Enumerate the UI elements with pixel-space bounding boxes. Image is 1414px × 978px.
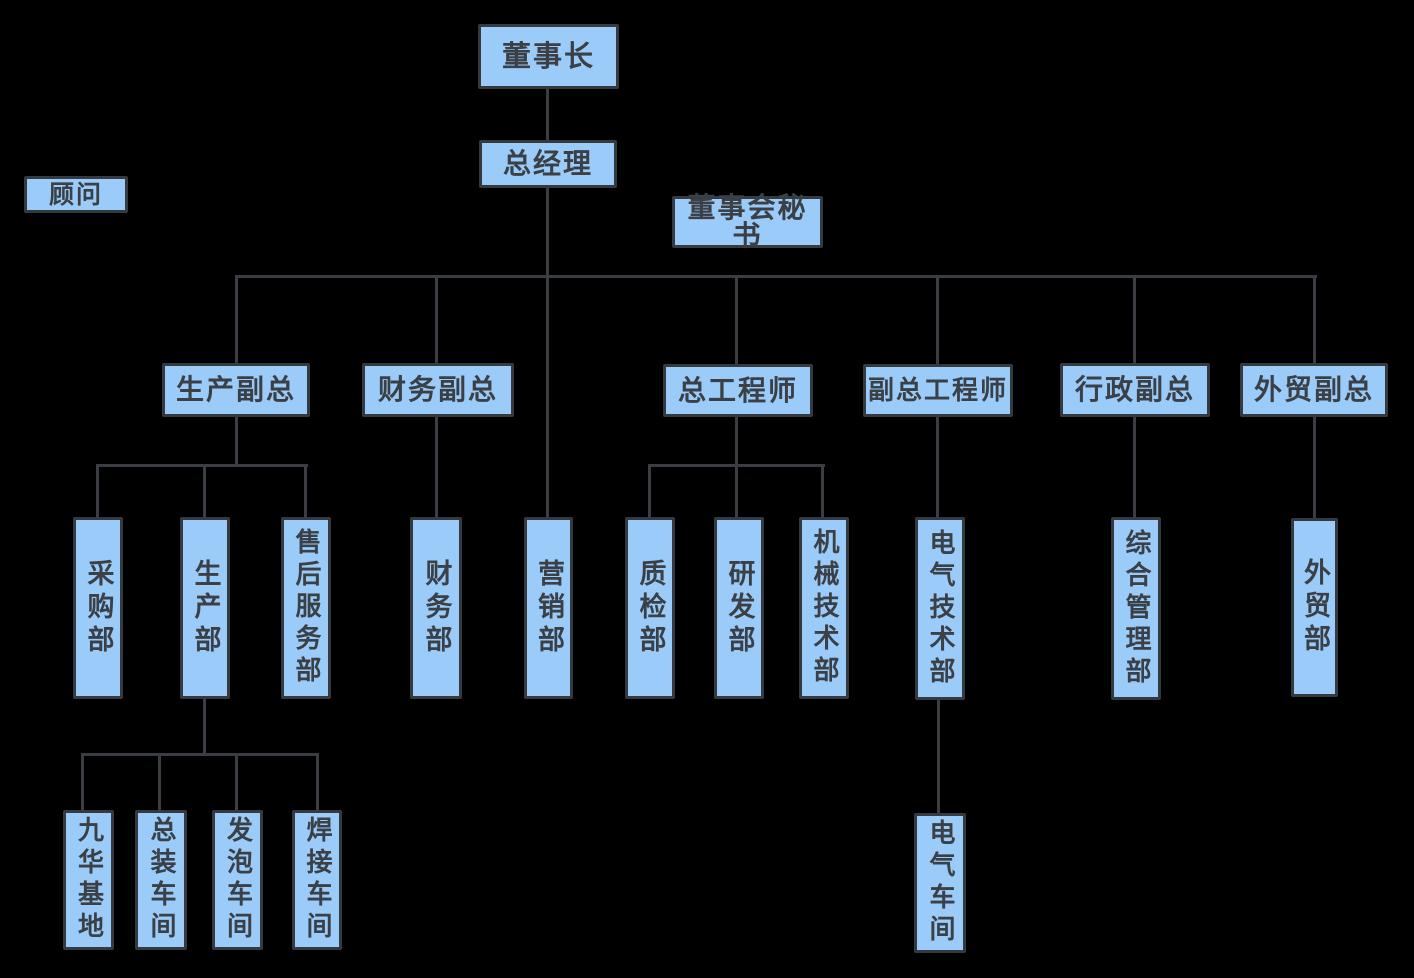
connector-drop-quality-dept: [648, 464, 651, 518]
connector-drop-production-dept: [203, 464, 206, 518]
org-node-finance-dept-label: 财务部: [420, 558, 452, 658]
org-node-chairman-label: 董事长: [501, 39, 595, 73]
org-node-electrical-workshop[interactable]: 电气车间: [914, 813, 966, 953]
org-node-welding-workshop[interactable]: 焊接车间: [292, 810, 342, 950]
org-node-admin-vp-label: 行政副总: [1074, 373, 1195, 406]
connector-drop-production-vp: [235, 275, 238, 364]
org-node-mech-tech-dept[interactable]: 机械技术部: [799, 517, 849, 699]
connector-drop-mech-tech-dept: [821, 464, 824, 518]
org-node-deputy-chief-engineer-label: 副总工程师: [867, 375, 1008, 406]
org-node-foreign-trade-dept[interactable]: 外贸部: [1291, 518, 1338, 697]
connector-elec-tech-elec-workshop: [937, 699, 940, 813]
connector-drop-after-sales-dept: [304, 464, 307, 518]
org-node-production-vp[interactable]: 生产副总: [162, 363, 310, 417]
connector-drop-foaming-workshop: [235, 753, 238, 810]
org-node-chief-engineer-label: 总工程师: [677, 373, 798, 407]
org-node-after-sales-dept-label: 售后服务部: [291, 528, 321, 688]
org-node-production-dept-label: 生产部: [189, 558, 221, 658]
org-node-foaming-workshop[interactable]: 发泡车间: [212, 810, 263, 950]
org-node-board-secretary-label: 董事会秘书: [687, 191, 808, 252]
org-node-jiuhua-base-label: 九华基地: [73, 816, 104, 944]
connector-drop-finance-vp: [435, 275, 438, 364]
org-node-foaming-workshop-label: 发泡车间: [222, 816, 253, 944]
org-node-after-sales-dept[interactable]: 售后服务部: [281, 517, 331, 699]
org-node-foreign-trade-dept-label: 外贸部: [1299, 558, 1330, 657]
org-node-quality-dept-label: 质检部: [634, 558, 666, 658]
connector-workshops-horizontal: [81, 753, 319, 756]
org-node-chairman[interactable]: 董事长: [478, 24, 619, 89]
org-node-advisor-label: 顾问: [48, 180, 103, 209]
org-node-electrical-workshop-label: 电气车间: [925, 819, 955, 947]
connector-drop-deputy-chief-engineer: [936, 275, 939, 365]
org-node-quality-dept[interactable]: 质检部: [625, 517, 675, 699]
connector-foreign-trade-vp-dept: [1313, 417, 1316, 519]
org-node-welding-workshop-label: 焊接车间: [302, 816, 332, 944]
org-node-purchasing-dept-label: 采购部: [82, 558, 114, 658]
org-node-marketing-dept[interactable]: 营销部: [524, 517, 573, 699]
org-node-rd-dept-label: 研发部: [723, 558, 755, 658]
connector-drop-assembly-workshop: [158, 753, 161, 810]
connector-deputy-chief-elec-tech: [936, 417, 939, 518]
connector-drop-admin-vp: [1133, 275, 1136, 364]
org-node-assembly-workshop-label: 总装车间: [146, 816, 176, 944]
connector-chief-engineer-stub: [735, 417, 738, 467]
connector-production-dept-stub: [203, 699, 206, 756]
connector-main-horizontal: [235, 275, 1317, 278]
org-node-elec-tech-dept[interactable]: 电气技术部: [915, 517, 965, 700]
org-node-chief-engineer[interactable]: 总工程师: [663, 364, 813, 417]
org-node-general-mgmt-dept[interactable]: 综合管理部: [1111, 517, 1161, 700]
org-node-general-manager[interactable]: 总经理: [479, 140, 617, 188]
org-node-foreign-trade-vp-label: 外贸副总: [1253, 373, 1374, 406]
org-node-general-manager-label: 总经理: [502, 147, 593, 180]
org-node-marketing-dept-label: 营销部: [533, 558, 564, 658]
org-node-board-secretary[interactable]: 董事会秘书: [672, 191, 823, 252]
connector-production-children-horizontal: [96, 464, 308, 467]
connector-admin-vp-general-mgmt: [1133, 417, 1136, 518]
org-node-production-dept[interactable]: 生产部: [180, 517, 230, 699]
org-node-finance-vp[interactable]: 财务副总: [362, 363, 514, 417]
org-node-admin-vp[interactable]: 行政副总: [1060, 363, 1210, 417]
org-node-advisor[interactable]: 顾问: [24, 176, 128, 213]
connector-gm-trunk: [546, 188, 549, 518]
org-node-deputy-chief-engineer[interactable]: 副总工程师: [863, 364, 1013, 417]
org-node-rd-dept[interactable]: 研发部: [714, 517, 764, 699]
org-node-production-vp-label: 生产副总: [175, 373, 296, 406]
connector-drop-chief-engineer: [735, 275, 738, 365]
org-node-jiuhua-base[interactable]: 九华基地: [63, 810, 114, 950]
connector-drop-purchasing-dept: [96, 464, 99, 518]
connector-production-vp-stub: [235, 417, 238, 466]
org-node-assembly-workshop[interactable]: 总装车间: [135, 810, 187, 950]
org-node-purchasing-dept[interactable]: 采购部: [73, 517, 123, 699]
connector-drop-jiuhua-base: [81, 753, 84, 810]
connector-drop-foreign-trade-vp: [1313, 275, 1316, 364]
org-node-foreign-trade-vp[interactable]: 外贸副总: [1240, 363, 1388, 417]
connector-drop-welding-workshop: [316, 753, 319, 810]
org-node-finance-vp-label: 财务副总: [377, 373, 498, 406]
connector-drop-rd-dept: [735, 464, 738, 518]
org-node-finance-dept[interactable]: 财务部: [410, 517, 462, 699]
org-node-elec-tech-dept-label: 电气技术部: [925, 528, 955, 689]
connector-finance-vp-finance-dept: [435, 417, 438, 518]
org-node-mech-tech-dept-label: 机械技术部: [809, 528, 839, 688]
connector-chairman-gm: [546, 89, 549, 140]
org-node-general-mgmt-dept-label: 综合管理部: [1121, 528, 1151, 689]
